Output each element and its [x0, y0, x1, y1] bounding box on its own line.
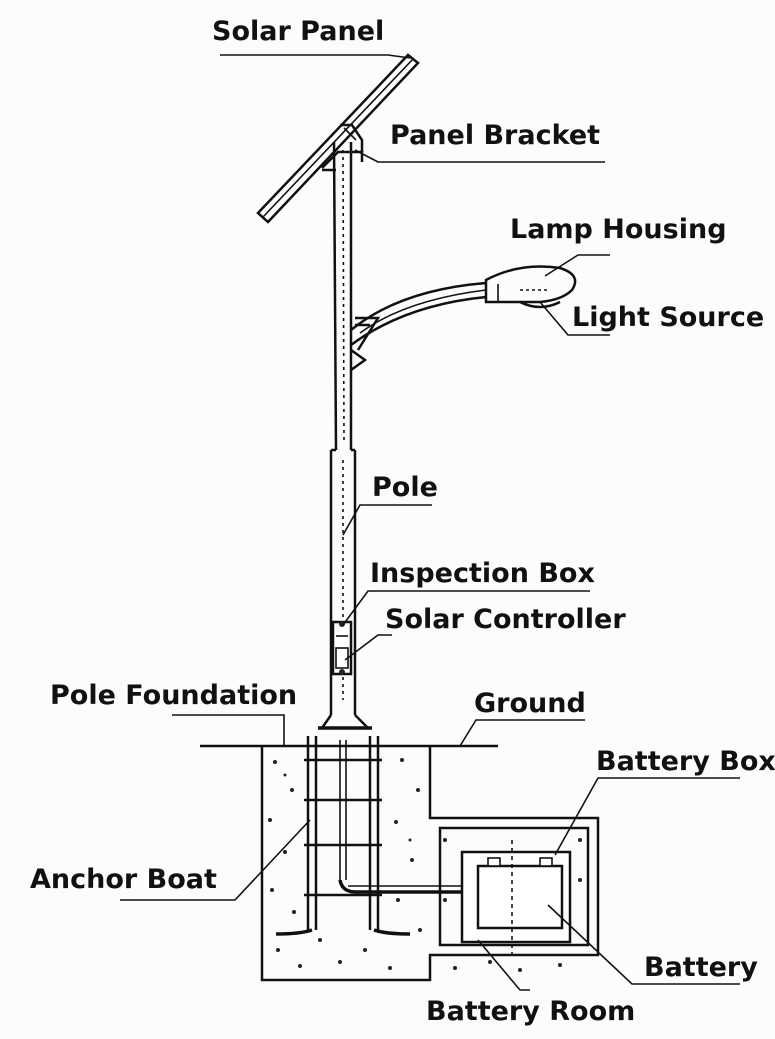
light-source — [519, 300, 561, 309]
label-ground: Ground — [474, 688, 586, 719]
label-light-source: Light Source — [572, 302, 764, 333]
label-inspection-box: Inspection Box — [370, 558, 595, 589]
label-lamp-housing: Lamp Housing — [510, 214, 727, 245]
lamp-arm — [350, 281, 487, 372]
label-anchor-boat: Anchor Boat — [30, 864, 217, 895]
label-panel-bracket: Panel Bracket — [390, 120, 600, 151]
label-battery-room: Battery Room — [426, 996, 635, 1027]
label-solar-controller: Solar Controller — [385, 604, 626, 635]
solar-panel — [256, 53, 420, 224]
concrete-texture — [268, 758, 582, 972]
anchor-cage — [275, 736, 411, 936]
label-pole-foundation: Pole Foundation — [50, 680, 297, 711]
leader-lines — [120, 54, 740, 991]
label-battery-box: Battery Box — [596, 746, 775, 777]
pole — [329, 141, 357, 715]
label-battery: Battery — [644, 952, 758, 983]
cable-conduit — [338, 879, 468, 894]
labels: Solar Panel Panel Bracket Lamp Housing L… — [30, 16, 775, 1027]
label-pole: Pole — [372, 472, 438, 503]
lamp-housing — [484, 265, 577, 304]
label-solar-panel: Solar Panel — [212, 16, 384, 47]
battery — [476, 840, 564, 955]
pole-foundation — [260, 714, 600, 982]
